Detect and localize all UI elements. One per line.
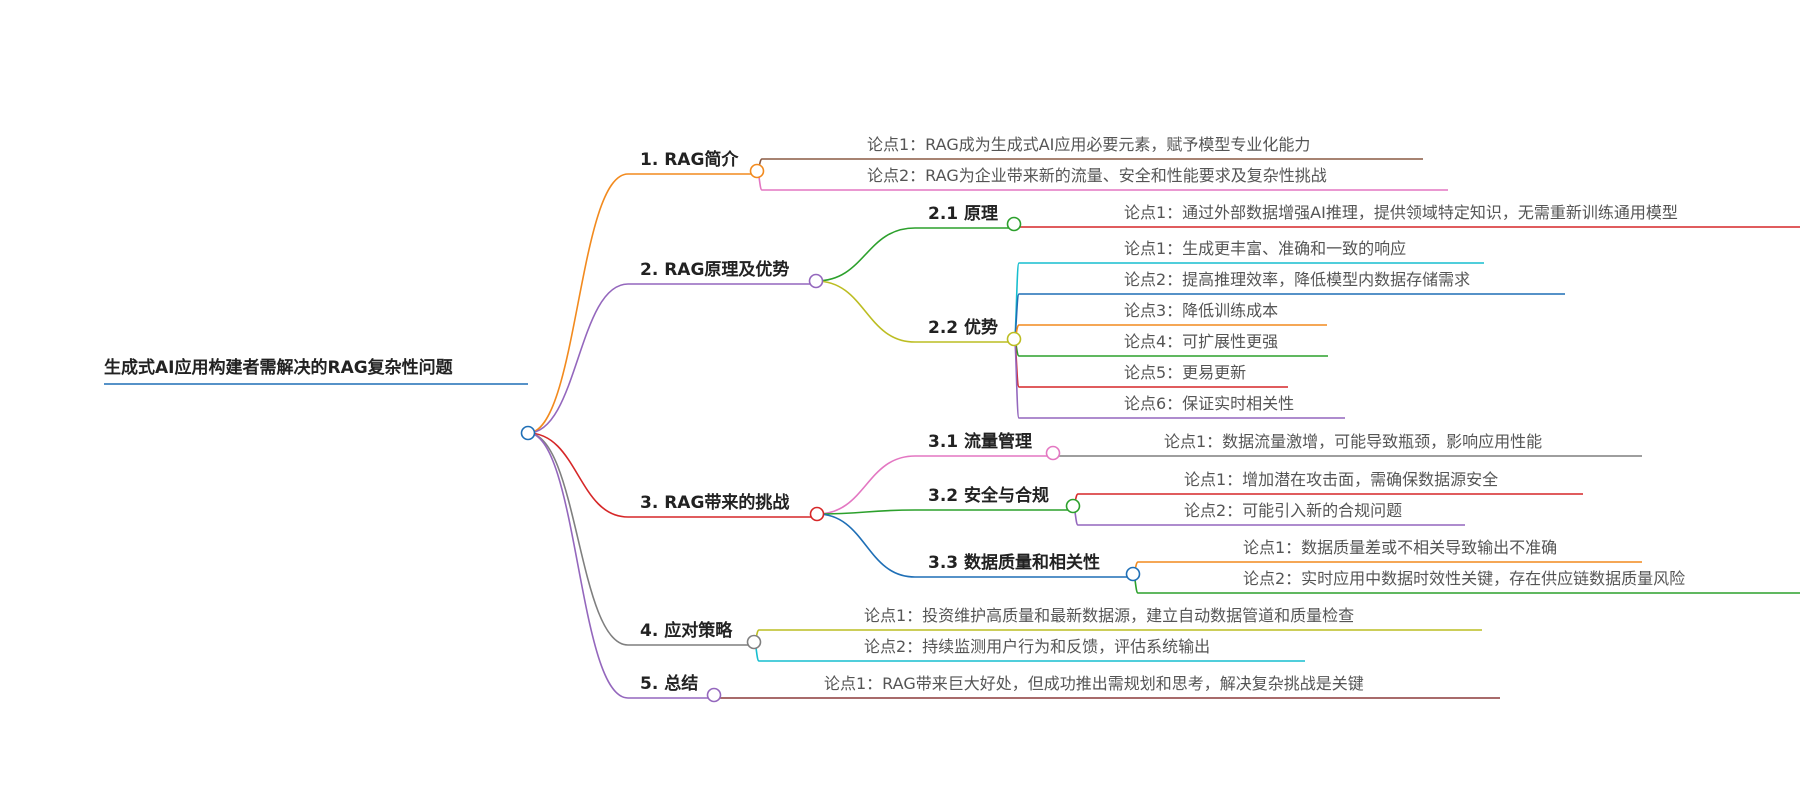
branch-summary[interactable]: 5. 总结 [640, 673, 698, 694]
leaf-point[interactable]: 论点2：可能引入新的合规问题 [1184, 501, 1402, 520]
collapse-toggle-icon[interactable] [1125, 566, 1141, 582]
leaf-point[interactable]: 论点1：数据流量激增，可能导致瓶颈，影响应用性能 [1164, 432, 1542, 451]
branch-connector [815, 227, 916, 282]
collapse-toggle-icon[interactable] [749, 163, 765, 179]
leaf-point[interactable]: 论点1：数据质量差或不相关导致输出不准确 [1243, 538, 1557, 557]
collapse-toggle-icon[interactable] [809, 506, 825, 522]
branch-connector [527, 432, 629, 646]
leaf-point[interactable]: 论点1：投资维护高质量和最新数据源，建立自动数据管道和质量检查 [864, 606, 1354, 625]
leaf-point[interactable]: 论点3：降低训练成本 [1124, 301, 1278, 320]
collapse-toggle-icon[interactable] [520, 425, 536, 441]
branch-rag-intro[interactable]: 1. RAG简介 [640, 149, 739, 170]
collapse-toggle-icon[interactable] [1006, 331, 1022, 347]
branch-connector [527, 173, 629, 434]
branch-connector [816, 513, 916, 578]
sub-advantages[interactable]: 2.2 优势 [928, 317, 998, 338]
leaf-point[interactable]: 论点2：持续监测用户行为和反馈，评估系统输出 [864, 637, 1210, 656]
branch-connector [816, 455, 916, 515]
leaf-point[interactable]: 论点1：RAG成为生成式AI应用必要元素，赋予模型专业化能力 [867, 135, 1310, 154]
branch-connector [816, 509, 916, 515]
leaf-point[interactable]: 论点5：更易更新 [1124, 363, 1246, 382]
sub-principle[interactable]: 2.1 原理 [928, 204, 998, 224]
leaf-point[interactable]: 论点2：提高推理效率，降低模型内数据存储需求 [1124, 270, 1470, 289]
branch-connector [815, 280, 916, 343]
branch-rag-principle[interactable]: 2. RAG原理及优势 [640, 259, 789, 280]
branch-strategy[interactable]: 4. 应对策略 [640, 620, 733, 641]
leaf-point[interactable]: 论点1：RAG带来巨大好处，但成功推出需规划和思考，解决复杂挑战是关键 [824, 674, 1364, 693]
mind-map-edges [104, 158, 1800, 699]
collapse-toggle-icon[interactable] [1045, 445, 1061, 461]
leaf-point[interactable]: 论点1：增加潜在攻击面，需确保数据源安全 [1184, 470, 1498, 489]
leaf-point[interactable]: 论点1：通过外部数据增强AI推理，提供领域特定知识，无需重新训练通用模型 [1124, 203, 1678, 222]
sub-data-quality[interactable]: 3.3 数据质量和相关性 [928, 552, 1100, 573]
leaf-point[interactable]: 论点6：保证实时相关性 [1124, 394, 1294, 413]
collapse-toggle-icon[interactable] [1006, 216, 1022, 232]
branch-rag-challenges[interactable]: 3. RAG带来的挑战 [640, 492, 789, 513]
branch-connector [527, 432, 629, 699]
leaf-point[interactable]: 论点2：实时应用中数据时效性关键，存在供应链数据质量风险 [1243, 569, 1685, 588]
leaf-point[interactable]: 论点2：RAG为企业带来新的流量、安全和性能要求及复杂性挑战 [867, 166, 1327, 185]
branch-connector [527, 283, 629, 434]
collapse-toggle-icon[interactable] [808, 273, 824, 289]
sub-traffic[interactable]: 3.1 流量管理 [928, 431, 1032, 452]
branch-connector [527, 432, 629, 518]
collapse-toggle-icon[interactable] [746, 634, 762, 650]
mind-map-nodes: 生成式AI应用构建者需解决的RAG复杂性问题 1. RAG简介 论点1：RAG成为生… [104, 135, 1685, 703]
sub-security[interactable]: 3.2 安全与合规 [928, 485, 1049, 506]
root-topic[interactable]: 生成式AI应用构建者需解决的RAG复杂性问题 [104, 357, 454, 378]
leaf-point[interactable]: 论点4：可扩展性更强 [1124, 332, 1278, 351]
leaf-point[interactable]: 论点1：生成更丰富、准确和一致的响应 [1124, 239, 1406, 258]
collapse-toggle-icon[interactable] [706, 687, 722, 703]
collapse-toggle-icon[interactable] [1065, 498, 1081, 514]
